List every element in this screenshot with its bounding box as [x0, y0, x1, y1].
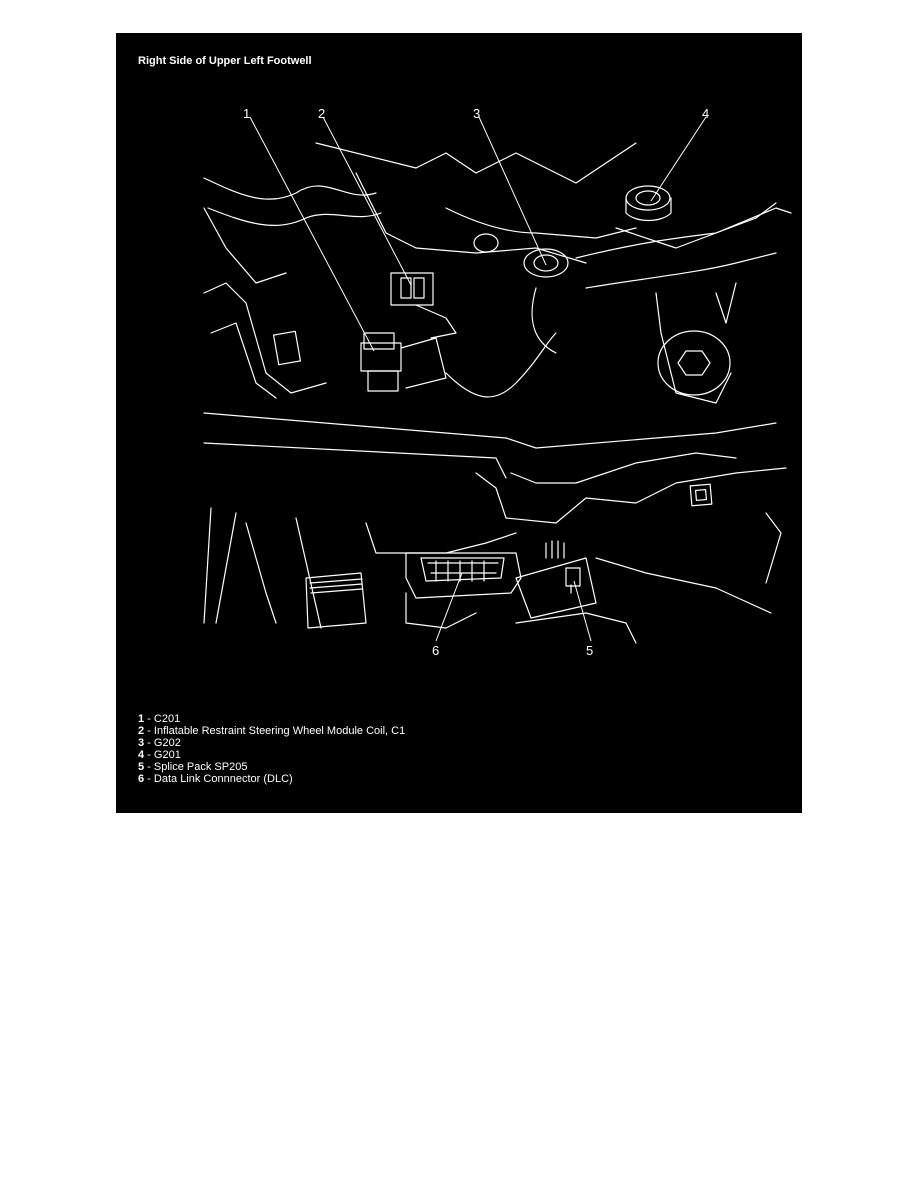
callout-1: 1	[243, 106, 250, 121]
callout-4: 4	[702, 106, 709, 121]
upper-bracket	[315, 142, 637, 184]
legend-row: 3 - G202	[138, 737, 405, 749]
leader-line-5	[573, 580, 592, 642]
legend: 1 - C201 2 - Inflatable Restraint Steeri…	[138, 713, 405, 785]
legend-number: 4	[138, 749, 145, 761]
dash-panel	[475, 467, 787, 524]
callout-3: 3	[473, 106, 480, 121]
legend-row: 5 - Splice Pack SP205	[138, 761, 405, 773]
figure-title: Right Side of Upper Left Footwell	[138, 55, 312, 67]
connector-c1	[390, 272, 457, 339]
legend-row: 2 - Inflatable Restraint Steering Wheel …	[138, 725, 405, 737]
splice-pack-sp205	[515, 540, 772, 644]
diagram-figure: Right Side of Upper Left Footwell	[116, 33, 802, 813]
left-panel-b	[210, 322, 277, 399]
legend-text: - G202	[144, 737, 181, 749]
callout-2: 2	[318, 106, 325, 121]
legend-text: - G201	[144, 749, 181, 761]
dash-panel-b	[510, 452, 737, 484]
lower-left-frame-b	[215, 512, 237, 624]
dash-panel-c	[365, 522, 517, 554]
upper-harness-left-b	[207, 207, 382, 227]
legend-row: 1 - C201	[138, 713, 405, 725]
legend-row: 4 - G201	[138, 749, 405, 761]
left-panel	[203, 282, 327, 394]
dlc-connector	[405, 552, 522, 599]
upper-bracket-b	[355, 172, 587, 264]
dash-right-edge	[765, 512, 782, 584]
ground-g202	[445, 233, 569, 398]
upper-harness-left	[203, 177, 377, 200]
right-harness-b	[585, 252, 777, 289]
lower-left-frame-c	[245, 522, 277, 624]
pedal-block	[305, 572, 367, 629]
dash-lower-edge	[203, 412, 777, 449]
leader-line-6	[435, 572, 463, 642]
legend-number: 5	[138, 761, 145, 773]
lower-left-frame	[203, 507, 212, 624]
left-bracket	[203, 207, 287, 284]
bolt-right	[655, 282, 737, 404]
legend-row: 6 - Data Link Connnector (DLC)	[138, 773, 405, 785]
callout-6: 6	[432, 643, 439, 658]
callout-5: 5	[586, 643, 593, 658]
lower-left-frame-d	[295, 517, 322, 629]
lower-floor	[405, 592, 477, 629]
footwell-line-drawing: 1 2 3 4 5 6	[203, 106, 792, 658]
legend-number: 1	[138, 713, 145, 725]
right-harness-c	[615, 202, 777, 249]
legend-text: - Data Link Connnector (DLC)	[144, 773, 293, 785]
mounting-plate	[445, 207, 637, 239]
connector-c201	[360, 332, 447, 392]
leader-line-4	[650, 116, 707, 202]
dash-lower-edge-b	[203, 442, 507, 479]
ground-g201	[625, 185, 672, 222]
leader-line-3	[478, 116, 547, 266]
legend-text: - Inflatable Restraint Steering Wheel Mo…	[144, 725, 406, 737]
dash-switch	[689, 483, 713, 507]
legend-number: 6	[138, 773, 145, 785]
legend-text: - Splice Pack SP205	[144, 761, 248, 773]
leader-line-2	[322, 116, 412, 286]
legend-number: 2	[138, 725, 145, 737]
left-panel-slot	[272, 330, 302, 366]
legend-number: 3	[138, 737, 145, 749]
legend-text: - C201	[144, 713, 181, 725]
leader-line-1	[249, 116, 375, 352]
